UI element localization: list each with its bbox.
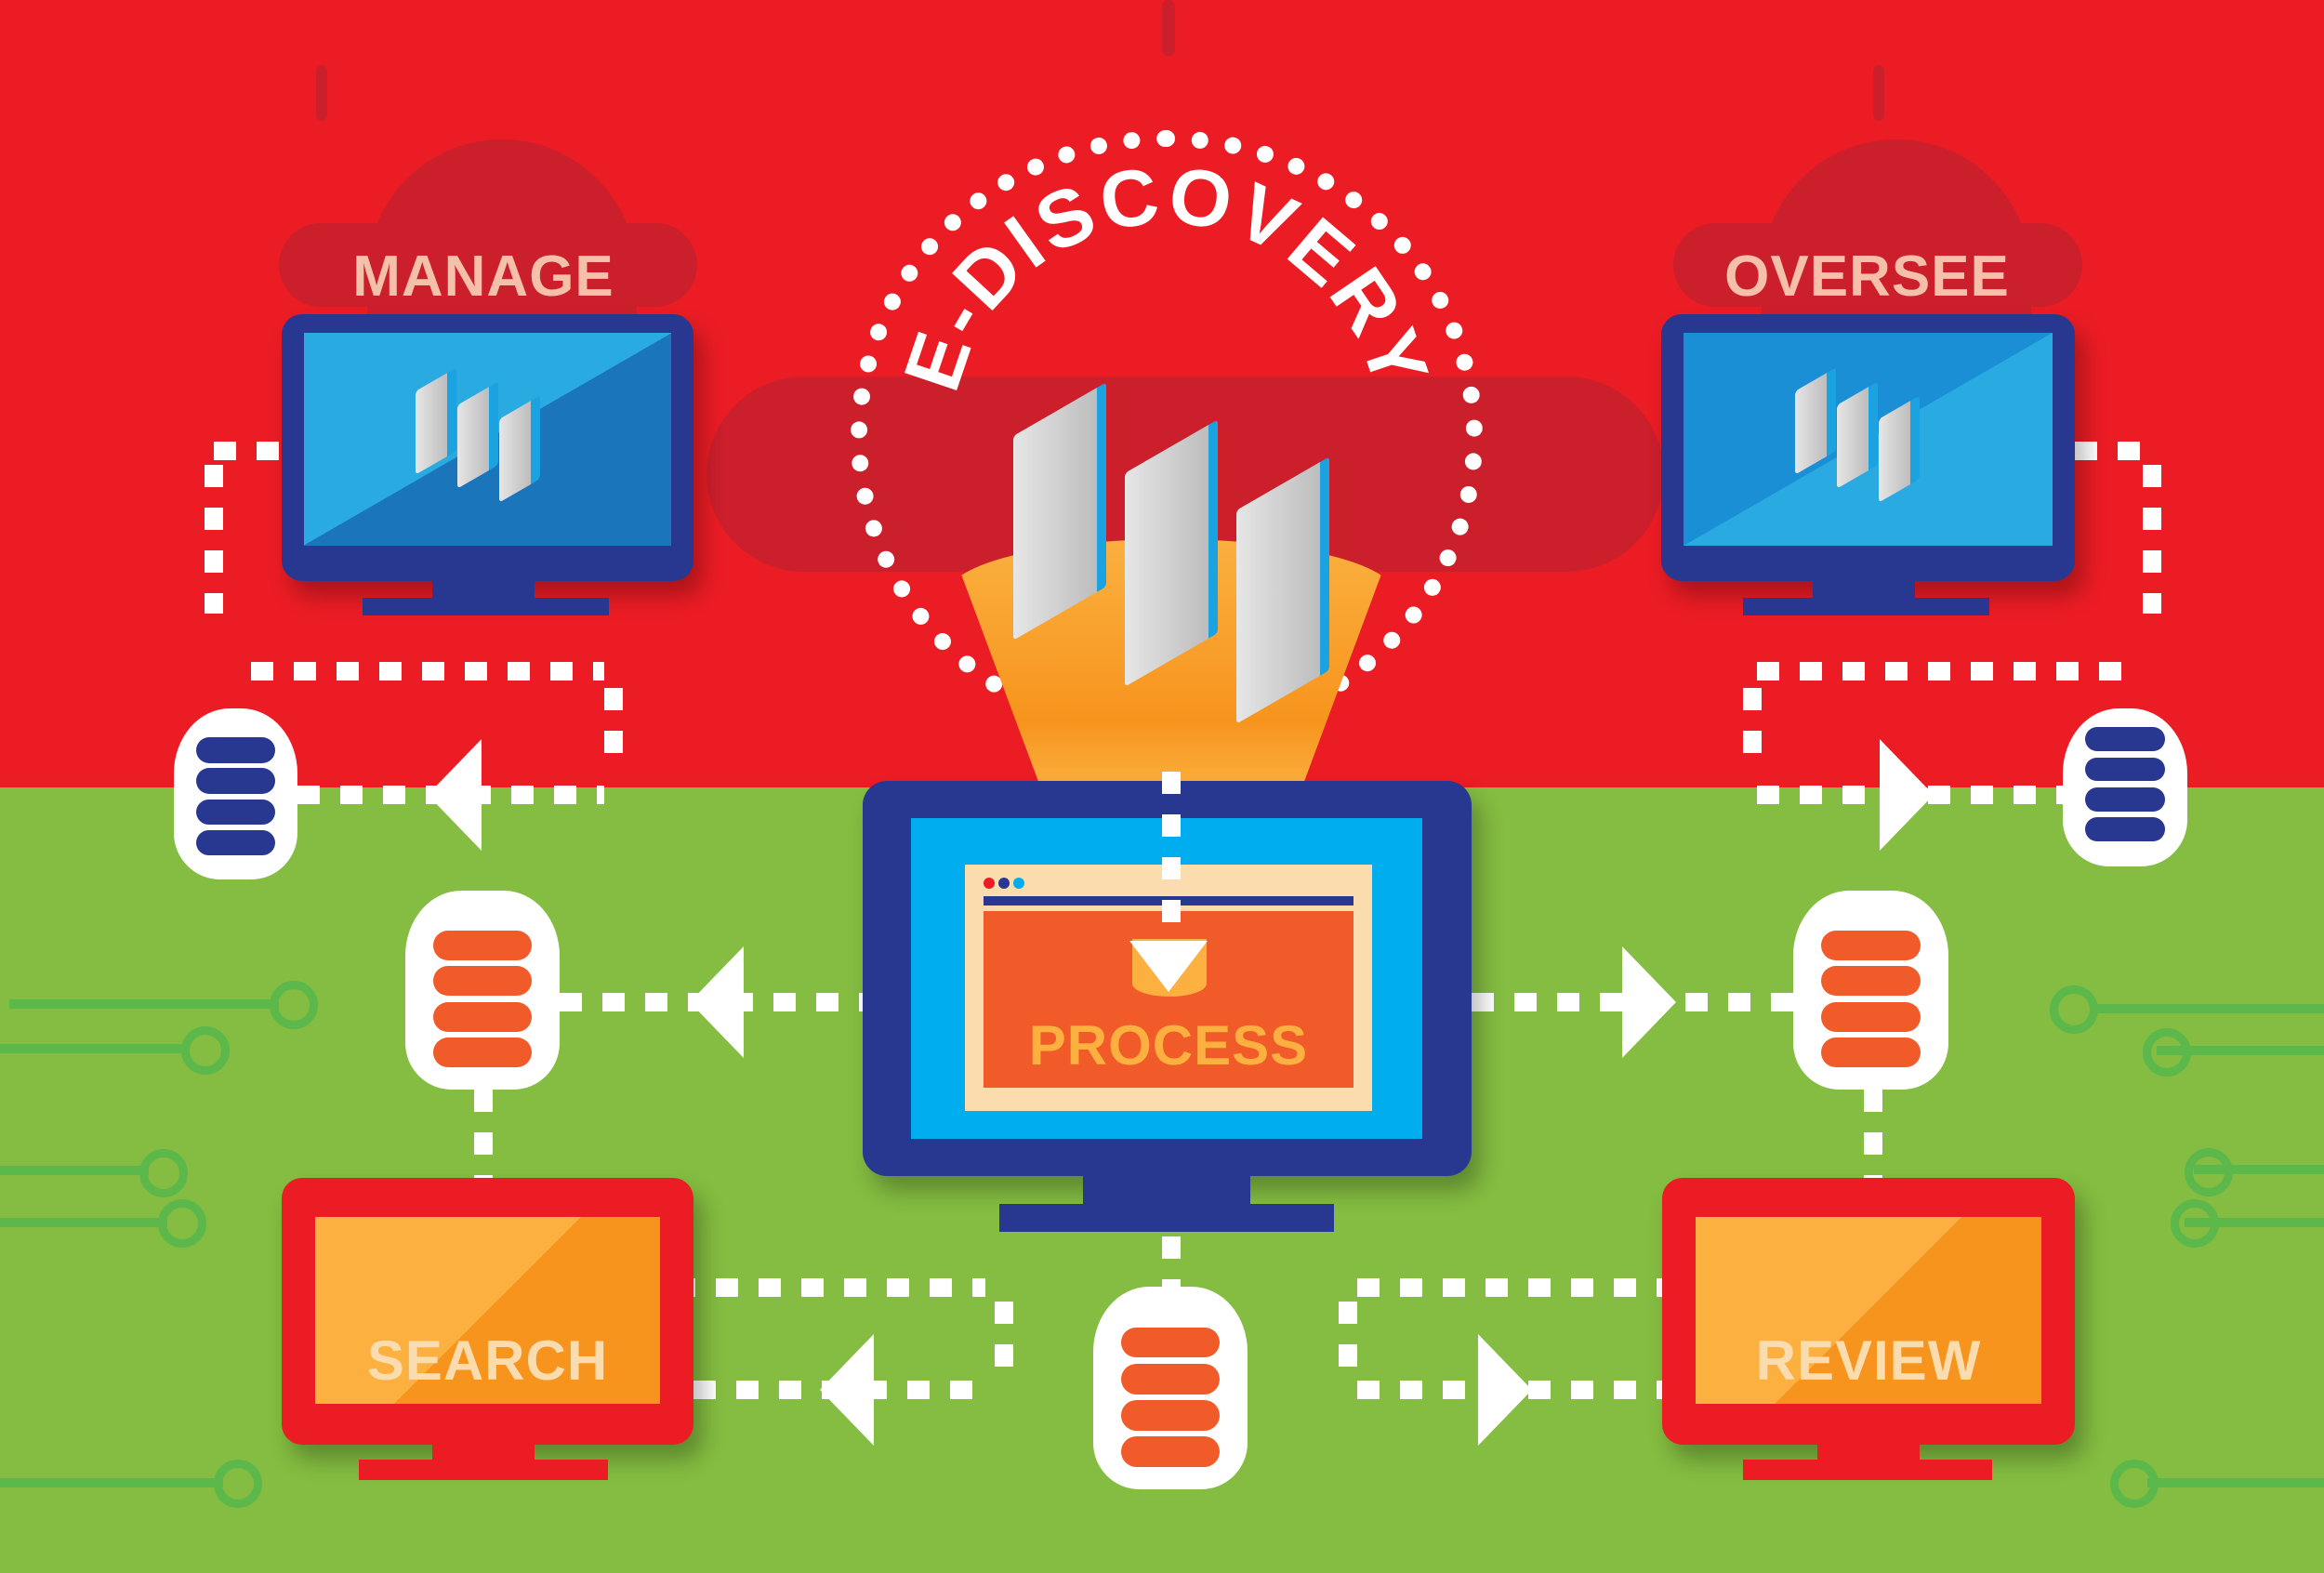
- circuit-node: [2185, 1148, 2233, 1196]
- review-stand: [1817, 1445, 1920, 1463]
- connector-manage-left: [205, 465, 223, 614]
- e-discovery-title: E-DISCOVERY: [887, 150, 1442, 401]
- arrow-left-icon: [820, 1334, 874, 1446]
- database-icon-review: [1793, 891, 1948, 1090]
- circuit-line: [2185, 1218, 2324, 1227]
- oversee-screen: [1684, 333, 2053, 546]
- circuit-node: [214, 1460, 262, 1508]
- database-icon-oversee: [2063, 708, 2187, 866]
- search-monitor[interactable]: SEARCH: [282, 1178, 693, 1445]
- circuit-line: [9, 999, 279, 1009]
- review-label: REVIEW: [1755, 1329, 1982, 1392]
- oversee-monitor[interactable]: [1661, 314, 2075, 581]
- arrow-right-icon: [1622, 946, 1676, 1058]
- arrow-right-icon: [1478, 1334, 1532, 1446]
- circuit-node: [158, 1199, 206, 1248]
- connector-manage-bottom: [251, 662, 604, 681]
- window-dot-cyan: [1013, 878, 1024, 889]
- process-window: PROCESS: [965, 865, 1372, 1111]
- search-stand-base: [359, 1460, 608, 1480]
- window-dot-blue: [998, 878, 1010, 889]
- search-label: SEARCH: [366, 1329, 609, 1392]
- circuit-node: [2050, 985, 2098, 1034]
- window-dot-red: [984, 878, 995, 889]
- connector-review-curve: [1339, 1302, 1357, 1376]
- oversee-stand: [1813, 581, 1915, 598]
- search-stand: [432, 1445, 535, 1463]
- circuit-line: [0, 1166, 149, 1175]
- circuit-node: [2171, 1199, 2219, 1248]
- circuit-line: [0, 1218, 167, 1227]
- circuit-line: [2157, 1046, 2324, 1055]
- circuit-node: [181, 1026, 230, 1075]
- connector-search-curve: [995, 1302, 1013, 1376]
- connector-oversee-curve: [1743, 688, 1762, 772]
- connector-oversee-top: [2075, 442, 2140, 460]
- circuit-line: [2147, 1478, 2324, 1487]
- ray: [316, 65, 327, 121]
- manage-screen: [304, 333, 671, 546]
- review-monitor[interactable]: REVIEW: [1662, 1178, 2075, 1445]
- search-screen: SEARCH: [315, 1217, 660, 1404]
- database-icon-center: [1093, 1287, 1248, 1489]
- circuit-line: [2194, 1165, 2324, 1174]
- circuit-node: [270, 981, 318, 1029]
- connector-center-db: [1162, 1236, 1181, 1287]
- oversee-stand-base: [1743, 598, 1989, 615]
- arrow-left-icon: [690, 946, 744, 1058]
- arrow-down-icon: [1129, 941, 1208, 992]
- manage-monitor[interactable]: [282, 314, 693, 581]
- oversee-label: OVERSEE: [1724, 245, 2010, 309]
- manage-stand: [432, 581, 535, 598]
- review-stand-base: [1743, 1460, 1992, 1480]
- circuit-line: [2092, 1004, 2324, 1013]
- arrow-left-icon: [428, 739, 482, 851]
- database-icon-manage: [174, 708, 297, 879]
- folder-stack-icon: [1795, 361, 1944, 503]
- connector-manage-top: [214, 442, 279, 460]
- connector-oversee-bottom: [1757, 662, 2129, 681]
- database-icon-search: [405, 891, 560, 1090]
- manage-label: MANAGE: [352, 245, 614, 309]
- circuit-node: [2143, 1028, 2191, 1077]
- connector-manage-curve: [604, 688, 623, 772]
- folder-stack-icon: [416, 361, 564, 503]
- ray: [1162, 0, 1175, 56]
- arrow-right-icon: [1880, 739, 1934, 851]
- circuit-node: [2110, 1460, 2159, 1508]
- circuit-line: [0, 1044, 186, 1053]
- process-label: PROCESS: [1028, 1014, 1309, 1077]
- circuit-node: [139, 1149, 188, 1197]
- process-stand-base: [999, 1204, 1334, 1232]
- folder-stack-icon: [1004, 279, 1394, 724]
- review-screen: REVIEW: [1696, 1217, 2041, 1404]
- circuit-line: [0, 1478, 223, 1487]
- ray: [1873, 65, 1884, 121]
- connector-oversee-right: [2143, 465, 2161, 614]
- manage-stand-base: [363, 598, 609, 615]
- process-stand: [1083, 1176, 1250, 1204]
- funnel-flow-line: [1162, 772, 1181, 939]
